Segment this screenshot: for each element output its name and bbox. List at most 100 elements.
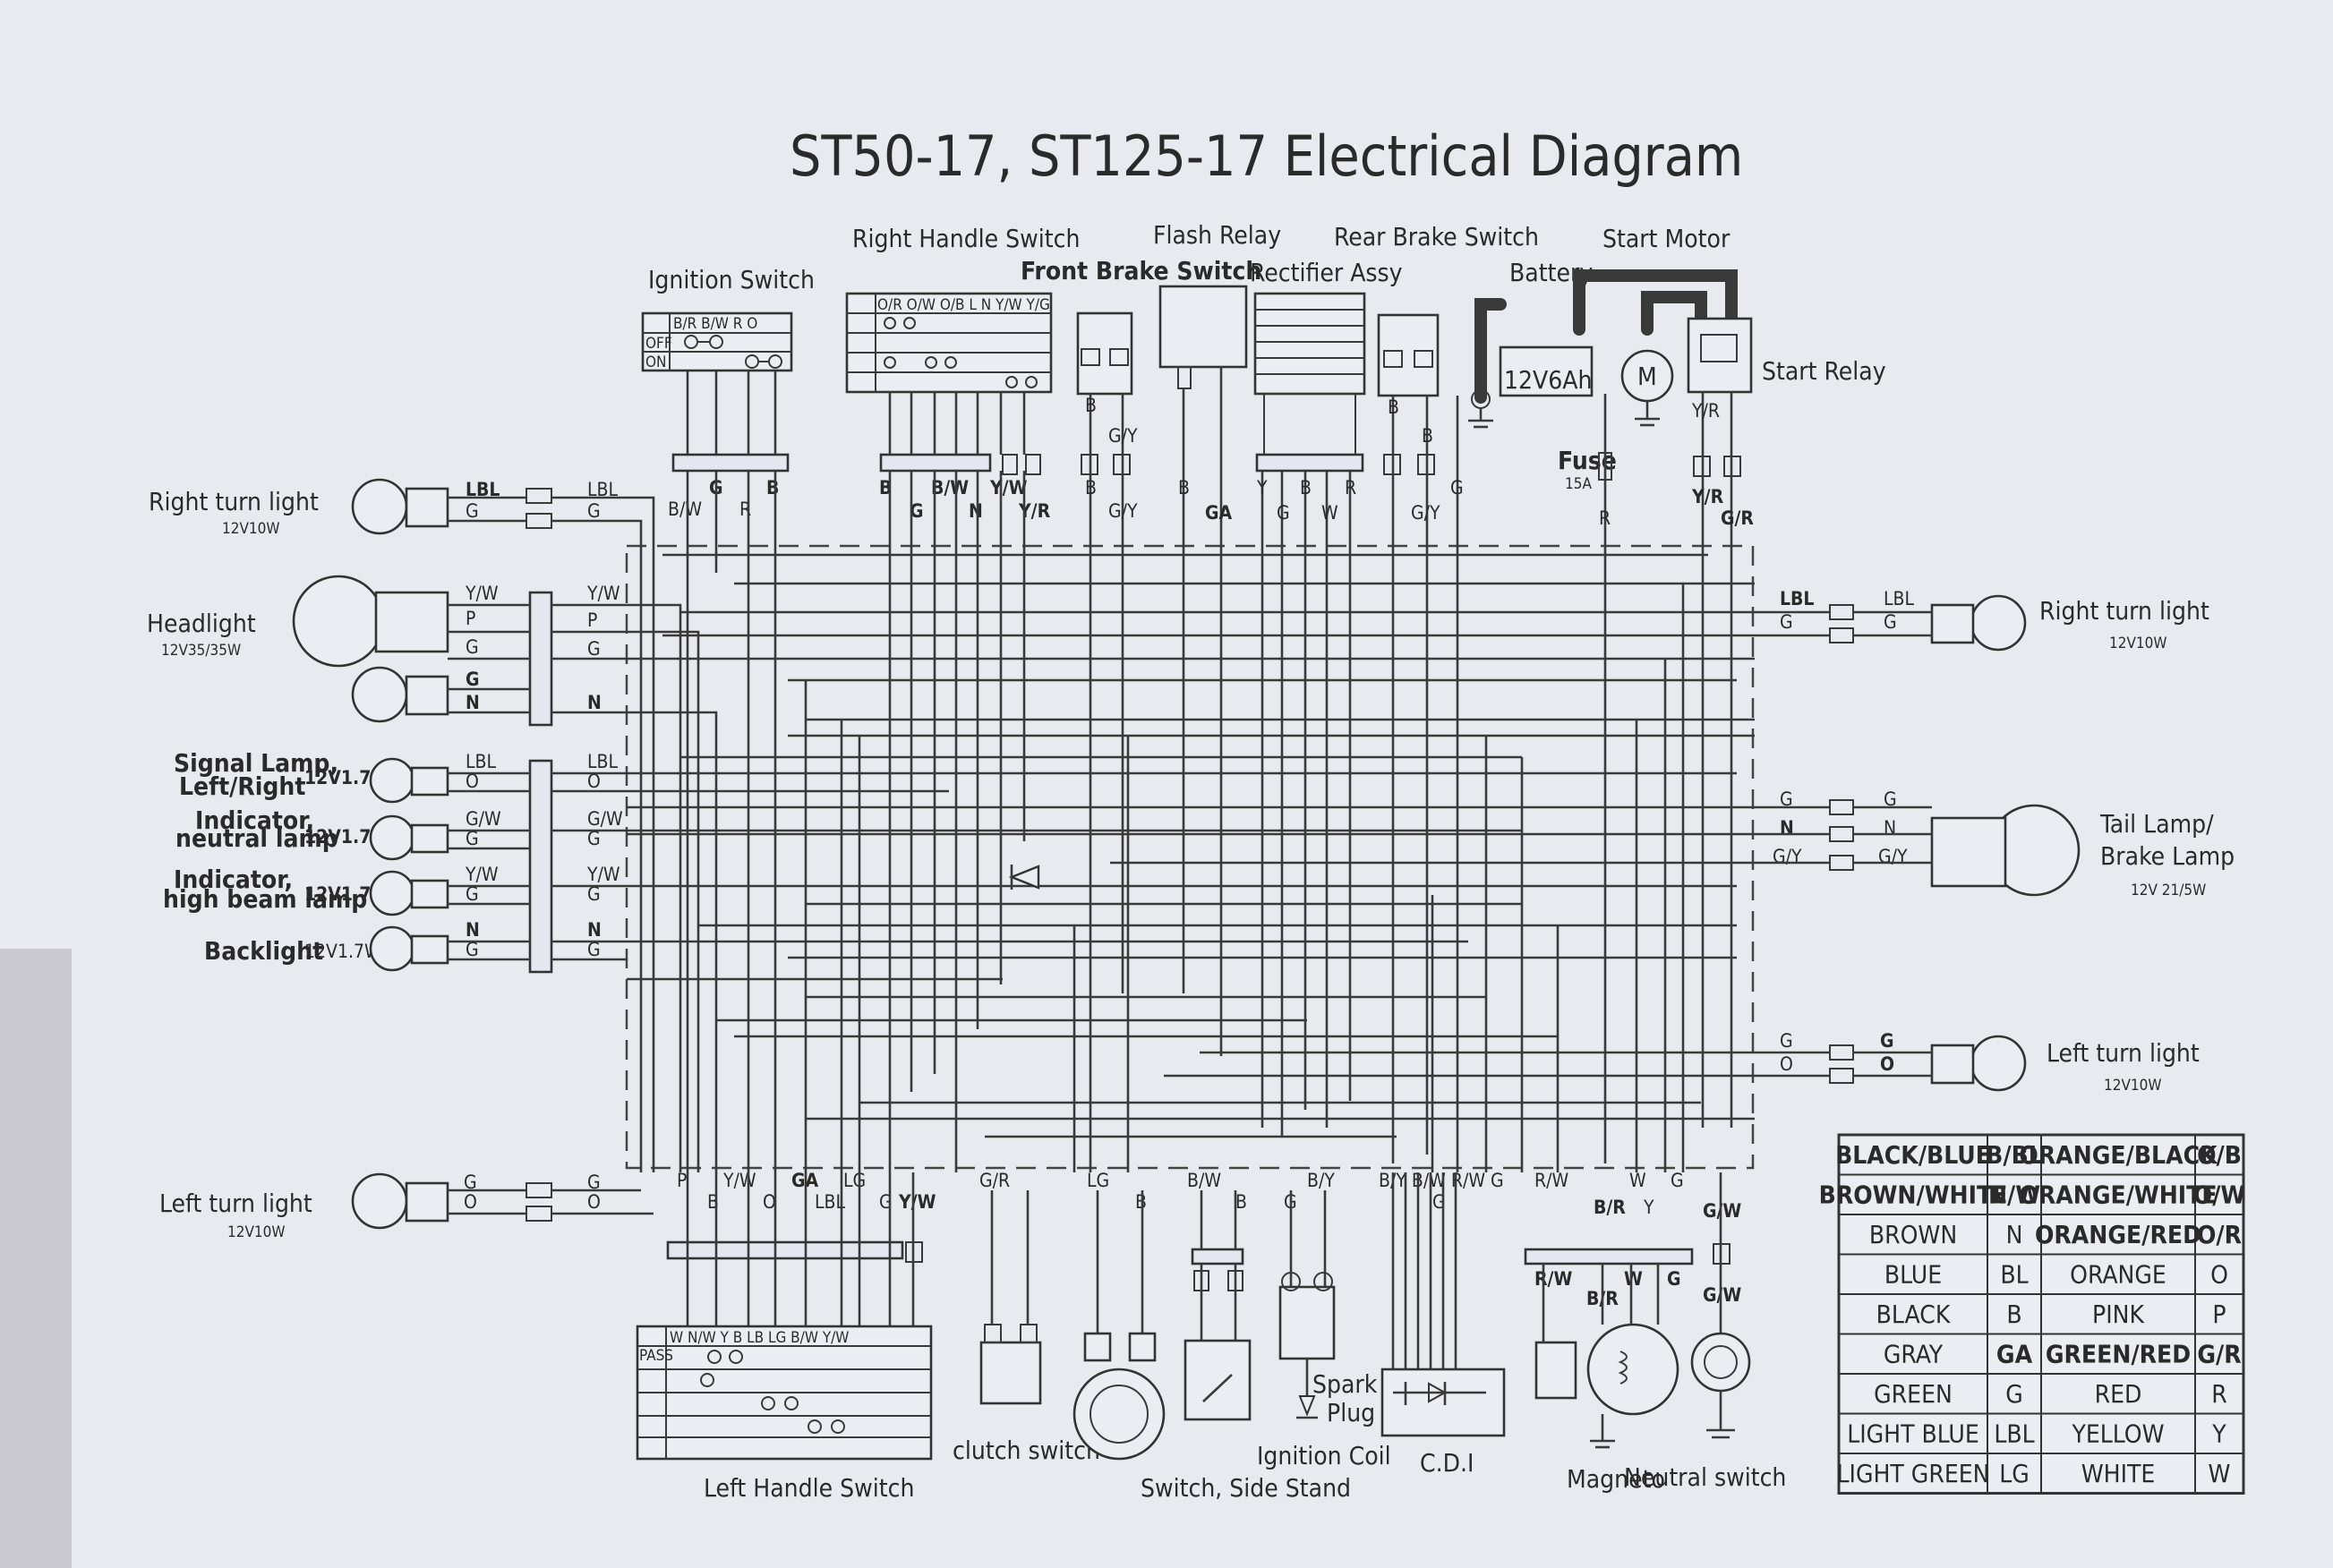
left-turn-light-right-label: Left turn light [2047, 1038, 2200, 1068]
left-handle-table-header: W N/W Y B LB LG B/W Y/W [670, 1329, 849, 1347]
head-wire-p: P [466, 608, 475, 629]
ltr-wire-g: G [1780, 1030, 1793, 1052]
magneto-label: Magneto [1567, 1464, 1665, 1494]
legend-cell: BLUE [1884, 1260, 1942, 1290]
front-brake-switch [1076, 311, 1133, 396]
mag-wire-g: G [1671, 1170, 1684, 1191]
side-stand-switch [1184, 1248, 1252, 1421]
right-turn-light-left-label: Right turn light [149, 487, 319, 516]
bl-wire-yw2: Y/W [898, 1191, 936, 1213]
left-handle-row-pass: PASS [639, 1347, 673, 1365]
head-wire-g2: G [466, 669, 480, 690]
ltr-wire-g-r: G [1880, 1030, 1894, 1052]
mag-wire-rw: R/W [1534, 1170, 1568, 1191]
legend-cell: BROWN/WHITE [1819, 1180, 2008, 1210]
legend-cell: G [2005, 1379, 2023, 1409]
legend-cell: W [2209, 1459, 2231, 1488]
high-wire-yw-r: Y/W [586, 864, 620, 885]
spark-plug-label: Spark [1312, 1369, 1378, 1399]
legend-cell: ORANGE/BLACK [2019, 1140, 2218, 1170]
legend-cell: O/W [2193, 1180, 2246, 1210]
legend-cell: WHITE [2081, 1459, 2156, 1488]
relay-wire-gr: G/R [1721, 507, 1754, 529]
rectifier-connector [1255, 453, 1364, 473]
legend-cell: LBL [1994, 1419, 2034, 1449]
right-handle-switch-label: Right Handle Switch [852, 224, 1080, 253]
rtr-wire-g-r: G [1884, 611, 1897, 633]
right-turn-light-right [1930, 594, 2027, 652]
rear-brake-switch [1377, 313, 1440, 397]
right-turn-light-right-rating: 12V10W [2109, 635, 2167, 652]
backlight-label: Backlight [204, 936, 323, 966]
ltl-wire-o-r: O [587, 1191, 601, 1213]
ltl-wire-g-r: G [587, 1172, 601, 1193]
neutral-switch [1690, 1172, 1751, 1439]
relay-wire-yr2: Y/R [1691, 486, 1724, 507]
rbs-wire-b: B [1388, 396, 1399, 418]
page-edge-shadow [0, 949, 72, 1568]
flash-relay-label: Flash Relay [1153, 220, 1281, 250]
head-wire-yw: Y/W [465, 583, 499, 604]
ltr-wire-o: O [1780, 1053, 1793, 1075]
neu-wire-g-r: G [587, 828, 601, 849]
side-stand-switch-label: Switch, Side Stand [1141, 1473, 1351, 1503]
ignition-switch-label: Ignition Switch [648, 265, 815, 294]
start-motor: M [1620, 349, 1674, 403]
tail-wire-g-r: G [1884, 788, 1897, 810]
tail-wire-n: N [1780, 817, 1794, 839]
fuse-rating: 15A [1565, 475, 1592, 493]
headlight-connector [528, 591, 553, 727]
legend-cell: O/B [2197, 1140, 2242, 1170]
left-handle-switch: W N/W Y B LB LG B/W Y/W PASS [636, 1325, 933, 1461]
indicator-neutral-label-2: neutral lamp [175, 823, 338, 853]
legend-cell: RED [2095, 1379, 2142, 1409]
indicator-lamps [369, 757, 449, 972]
neutral-wire-gw: G/W [1703, 1200, 1741, 1222]
rbs-wire-gy: G/Y [1411, 502, 1440, 524]
ign-wire-b: B [766, 477, 779, 499]
harness-wiring [627, 471, 1755, 1172]
color-legend-table: BLACK/BLUEB/BLORANGE/BLACKO/BBROWN/WHITE… [1819, 1133, 2246, 1495]
horn [1072, 1332, 1166, 1461]
legend-cell: BLACK [1876, 1300, 1952, 1329]
tail-lamp-rating: 12V 21/5W [2131, 882, 2206, 899]
legend-cell: R [2211, 1379, 2227, 1409]
clutch-switch-label: clutch switch [953, 1436, 1100, 1465]
bl-wire-o: O [763, 1191, 776, 1213]
mag-wire-g-2: G [1667, 1268, 1681, 1290]
spark-plug-label-2: Plug [1327, 1398, 1375, 1427]
ltl-wire-o: O [464, 1191, 477, 1213]
fuse-label: Fuse [1558, 446, 1617, 475]
neu-wire-gw: G/W [466, 808, 501, 830]
rtr-wire-lbl: LBL [1780, 588, 1814, 609]
ignition-row-on: ON [645, 354, 666, 371]
neutral-wire-gw-2: G/W [1703, 1284, 1741, 1306]
high-wire-g: G [466, 883, 479, 905]
ltr-wire-o-r: O [1880, 1053, 1894, 1075]
right-turn-light-left [351, 478, 449, 535]
head-wire-p-r: P [587, 609, 597, 631]
neutral-switch-label: Neutral switch [1624, 1462, 1786, 1492]
bm-wire-gr: G/R [979, 1170, 1010, 1191]
rtl-connector-1 [526, 488, 552, 504]
legend-cell: LG [1999, 1459, 2030, 1488]
ignition-row-off: OFF [645, 335, 672, 353]
tail-wire-g: G [1780, 788, 1793, 810]
bl-wire-lg: LG [843, 1170, 866, 1191]
back-wire-n-r: N [587, 919, 602, 941]
sig-wire-lbl-r: LBL [587, 751, 618, 772]
rhs-wire-g: G [910, 500, 924, 522]
right-handle-switch: O/R O/W O/B L N Y/W Y/G [845, 292, 1053, 394]
mag-wire-w-2: W [1624, 1268, 1643, 1290]
ignition-connector [671, 453, 790, 473]
legend-cell: BLACK/BLUE [1835, 1140, 1991, 1170]
bm-wire-b: B [1135, 1191, 1147, 1213]
legend-cell: GA [1996, 1340, 2033, 1369]
rhs-wire-n: N [969, 500, 983, 522]
rtl-wire-g: G [466, 500, 479, 522]
headlight [292, 575, 449, 723]
legend-cell: LIGHT BLUE [1847, 1419, 1979, 1449]
rtl-wire-g-2: G [587, 500, 601, 522]
indicator-high-label-2: high beam lamp [163, 884, 367, 914]
rhs-wire-bw: B/W [931, 477, 969, 499]
